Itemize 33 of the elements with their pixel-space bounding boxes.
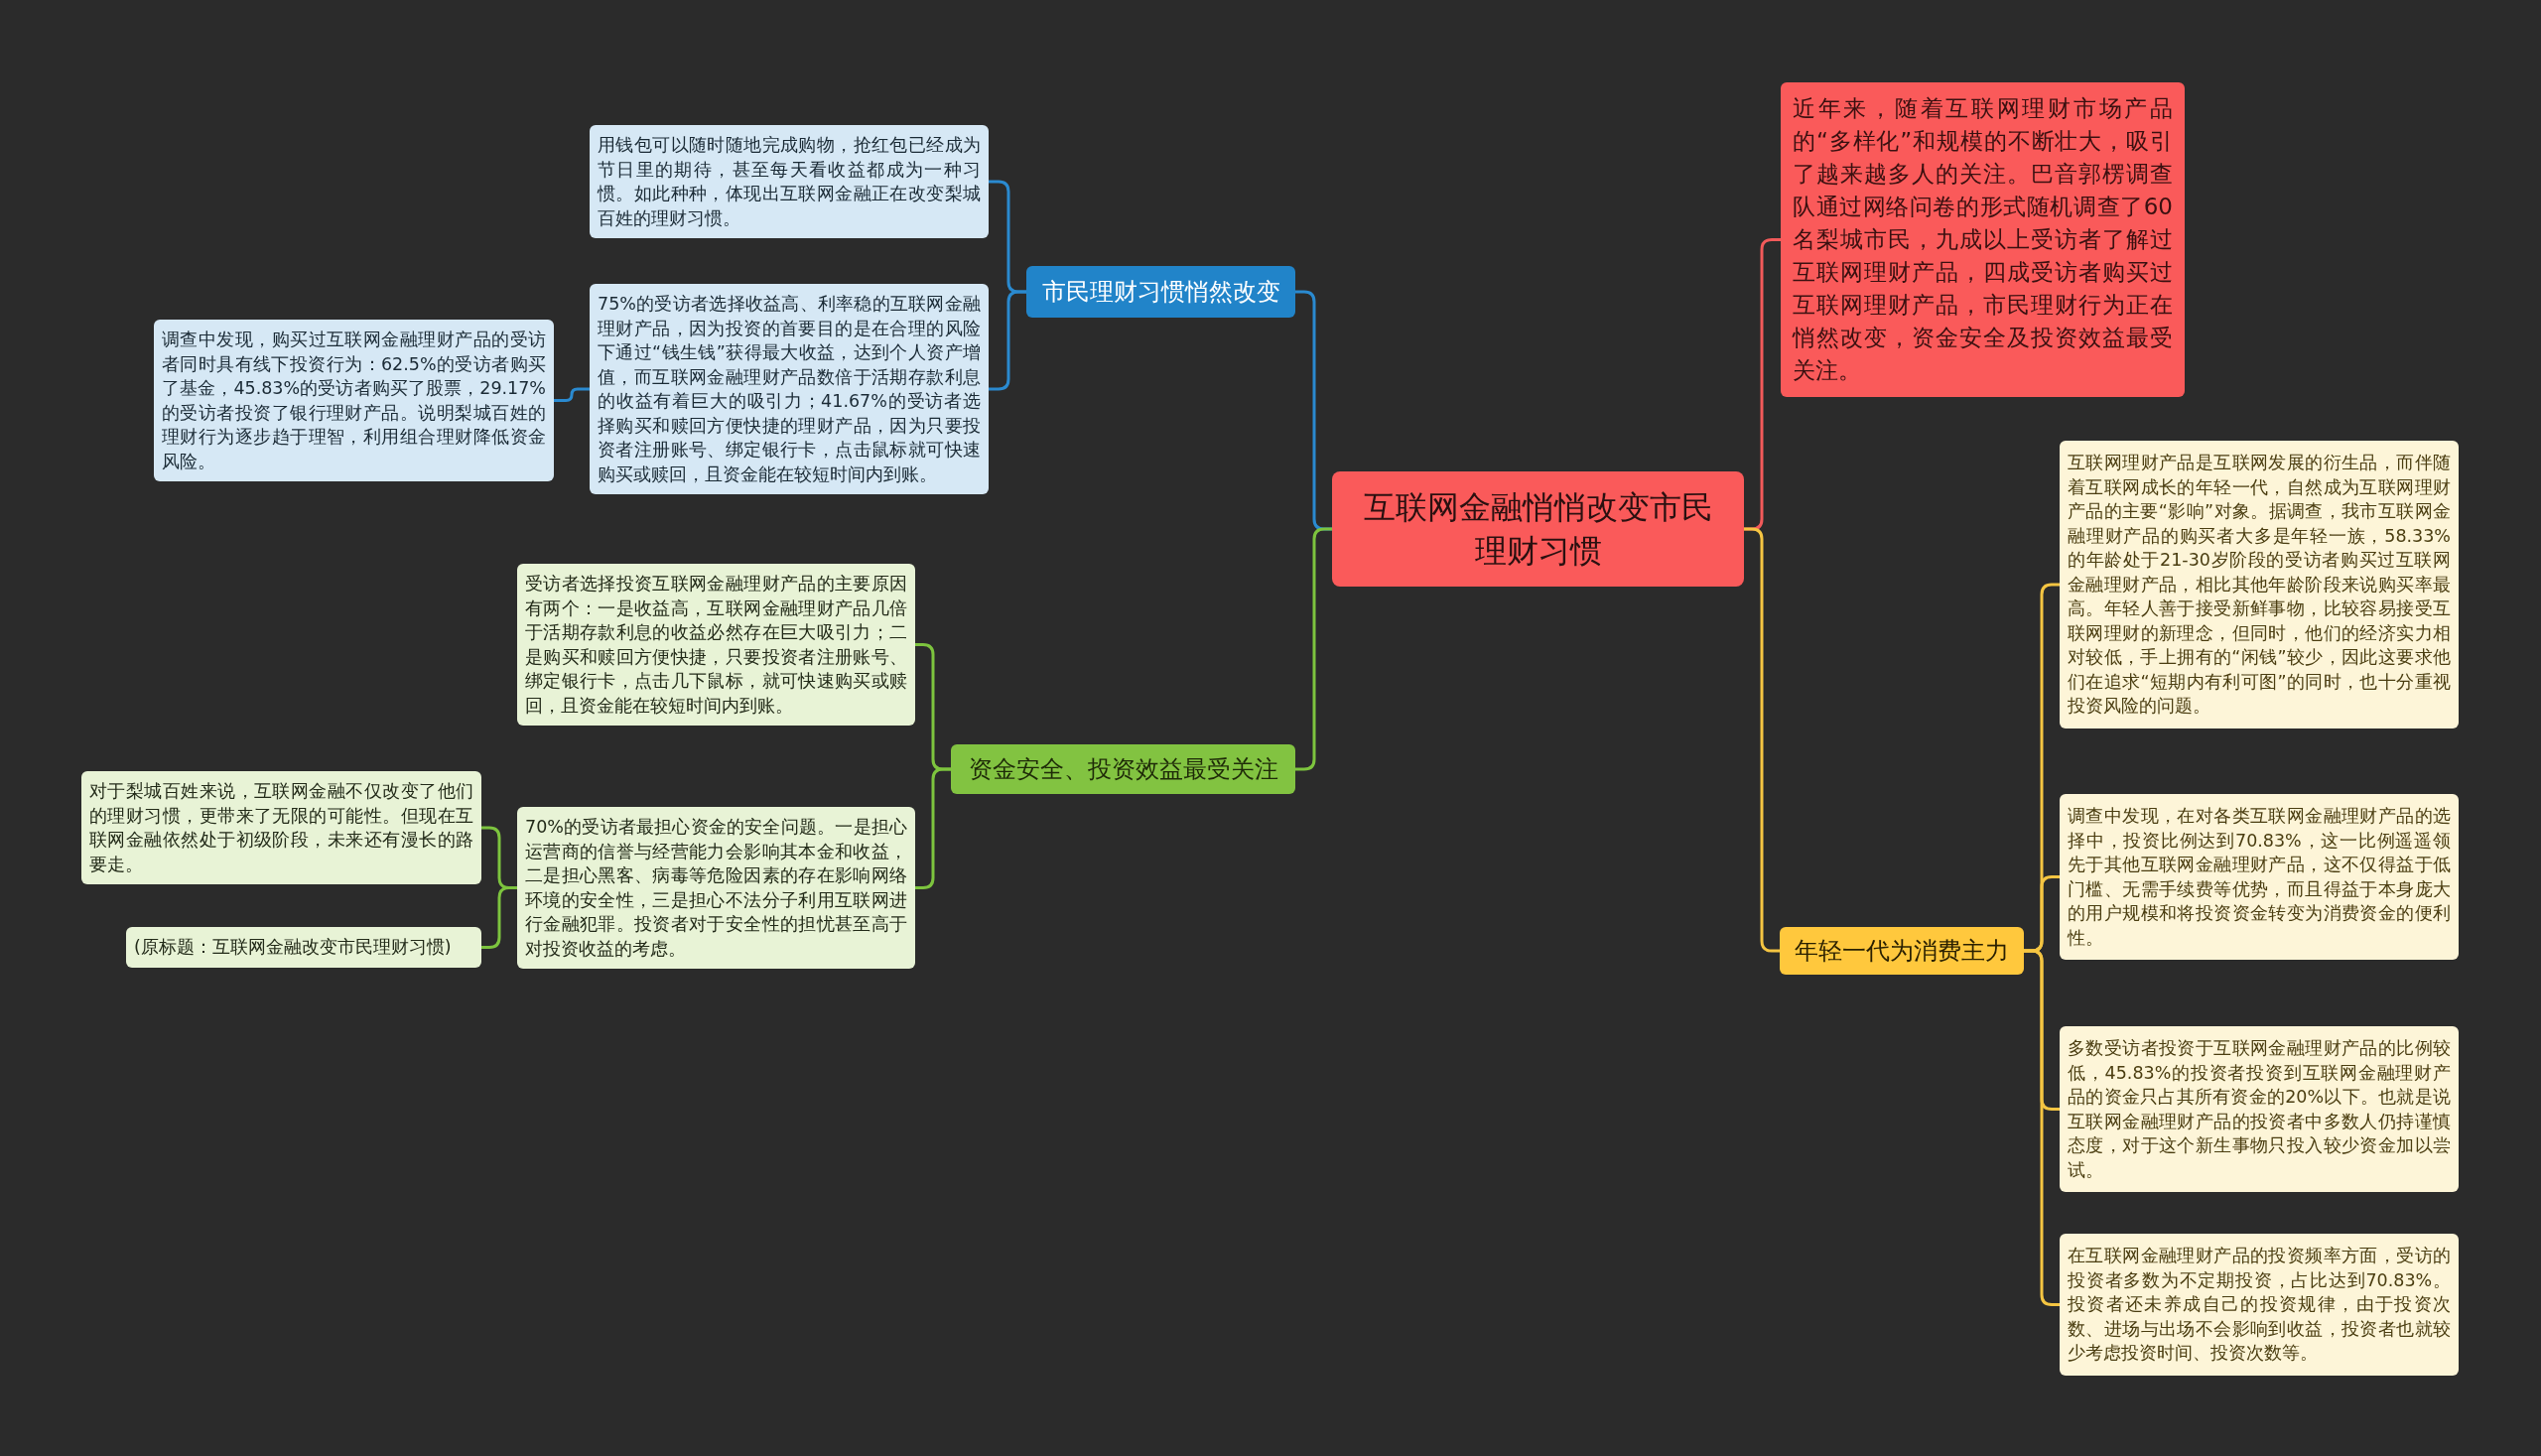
node-text: 75%的受访者选择收益高、利率稳的互联网金融理财产品，因为投资的首要目的是在合理的风险下通过“钱生钱”获得最大收益，达到个人资产增值，而互联网金融理财产品数倍于活期存款利息的收益有着巨大的吸引力；41.67%的受访者选择购买和赎回方便快捷的理财产品，因为只要投资者注册账号、绑定银行卡，点击鼠标就可快速购买或赎回，且资金能在较短时间内到账。	[598, 293, 981, 486]
topic-box	[951, 744, 1295, 794]
node-text: 市民理财习惯悄然改变	[1040, 277, 1281, 308]
detail-box	[126, 927, 481, 968]
node-text: 年轻一代为消费主力	[1794, 936, 2010, 967]
node-text: 互联网理财产品是互联网发展的衍生品，而伴随着互联网成长的年轻一代，自然成为互联网理财产品的主要“影响”对象。据调查，我市互联网金融理财产品的购买者大多是年轻一族，58.33%的年龄处于21-30岁阶段的受访者购买过互联网金融理财产品，相比其他年龄阶段来说购买率最高。年轻人善于接受新鲜事物，比较容易接受互联网理财的新理念，但同时，他们的经济实力相对较低，手上拥有的“闲钱”较少，因此这要求他们在追求“短期内有利可图”的同时，也十分重视投资风险的问题。	[2068, 452, 2451, 718]
connector-line	[2024, 949, 2060, 1306]
detail-box	[2060, 794, 2459, 960]
node-text: (原标题：互联网金融改变市民理财习惯)	[134, 936, 453, 959]
detail-box	[81, 771, 481, 884]
node-text: 用钱包可以随时随地完成购物，抢红包已经成为节日里的期待，甚至每天看收益都成为一种习惯。如此种种，体现出互联网金融正在改变梨城百姓的理财习惯。	[598, 134, 981, 230]
connector-line	[554, 387, 590, 402]
detail-box	[590, 125, 989, 238]
node-text: 调查中发现，购买过互联网金融理财产品的受访者同时具有线下投资行为：62.5%的受访者购买了基金，45.83%的受访者购买了股票，29.17%的受访者投资了银行理财产品。说明梨城百姓的理财行为逐步趋于理智，利用组合理财降低资金风险。	[162, 329, 546, 473]
node-text: 近年来，随着互联网理财市场产品的“多样化”和规模的不断壮大，吸引了越来越多人的关注。巴音郭楞调查队通过网络问卷的形式随机调查了60名梨城市民，九成以上受访者了解过互联网理财产品，四成受访者购买过互联网理财产品，市民理财行为正在悄然改变，资金安全及投资效益最受关注。	[1793, 94, 2173, 385]
node-text: 对于梨城百姓来说，互联网金融不仅改变了他们的理财习惯，更带来了无限的可能性。但现在互联网金融依然处于初级阶段，未来还有漫长的路要走。	[89, 780, 473, 876]
connector-line	[1744, 527, 1780, 953]
connector-line	[989, 290, 1026, 391]
connector-line	[481, 886, 517, 949]
connector-line	[915, 767, 951, 889]
node-text: 多数受访者投资于互联网金融理财产品的比例较低，45.83%的投资者投资到互联网金融理财产品的资金只占其所有资金的20%以下。也就是说互联网金融理财产品的投资者中多数人仍持谨慎态度，对于这个新生事物只投入较少资金加以尝试。	[2068, 1037, 2451, 1182]
node-text: 调查中发现，在对各类互联网金融理财产品的选择中，投资比例达到70.83%，这一比例遥遥领先于其他互联网金融理财产品，这不仅得益于低门槛、无需手续费等优势，而且得益于本身庞大的用户规模和将投资资金转变为消费资金的便利性。	[2068, 805, 2451, 950]
node-text: 资金安全、投资效益最受关注	[967, 754, 1279, 785]
topic-box	[1026, 266, 1295, 318]
connector-line	[1295, 527, 1332, 771]
central-topic-box	[1332, 471, 1744, 587]
topic-box	[1780, 927, 2024, 975]
detail-box	[2060, 1026, 2459, 1192]
node-text: 70%的受访者最担心资金的安全问题。一是担心运营商的信誉与经营能力会影响其本金和收益，二是担心黑客、病毒等危险因素的存在影响网络环境的安全性，三是担心不法分子利用互联网进行金融犯罪。投资者对于安全性的担忧甚至高于对投资收益的考虑。	[525, 816, 907, 961]
detail-box	[2060, 1234, 2459, 1376]
node-text: 在互联网金融理财产品的投资频率方面，受访的投资者多数为不定期投资，占比达到70.83%。投资者还未养成自己的投资规律，由于投资次数、进场与出场不会影响到收益，投资者也就较少考虑投资时间、投资次数等。	[2068, 1245, 2451, 1365]
node-text: 受访者选择投资互联网金融理财产品的主要原因有两个：一是收益高，互联网金融理财产品几倍于活期存款利息的收益必然存在巨大吸引力；二是购买和赎回方便快捷，只要投资者注册账号、绑定银行卡，点击几下鼠标，就可快速购买或赎回，且资金能在较短时间内到账。	[525, 573, 907, 718]
node-text: 互联网金融悄悄改变市民理财习惯	[1362, 487, 1714, 572]
